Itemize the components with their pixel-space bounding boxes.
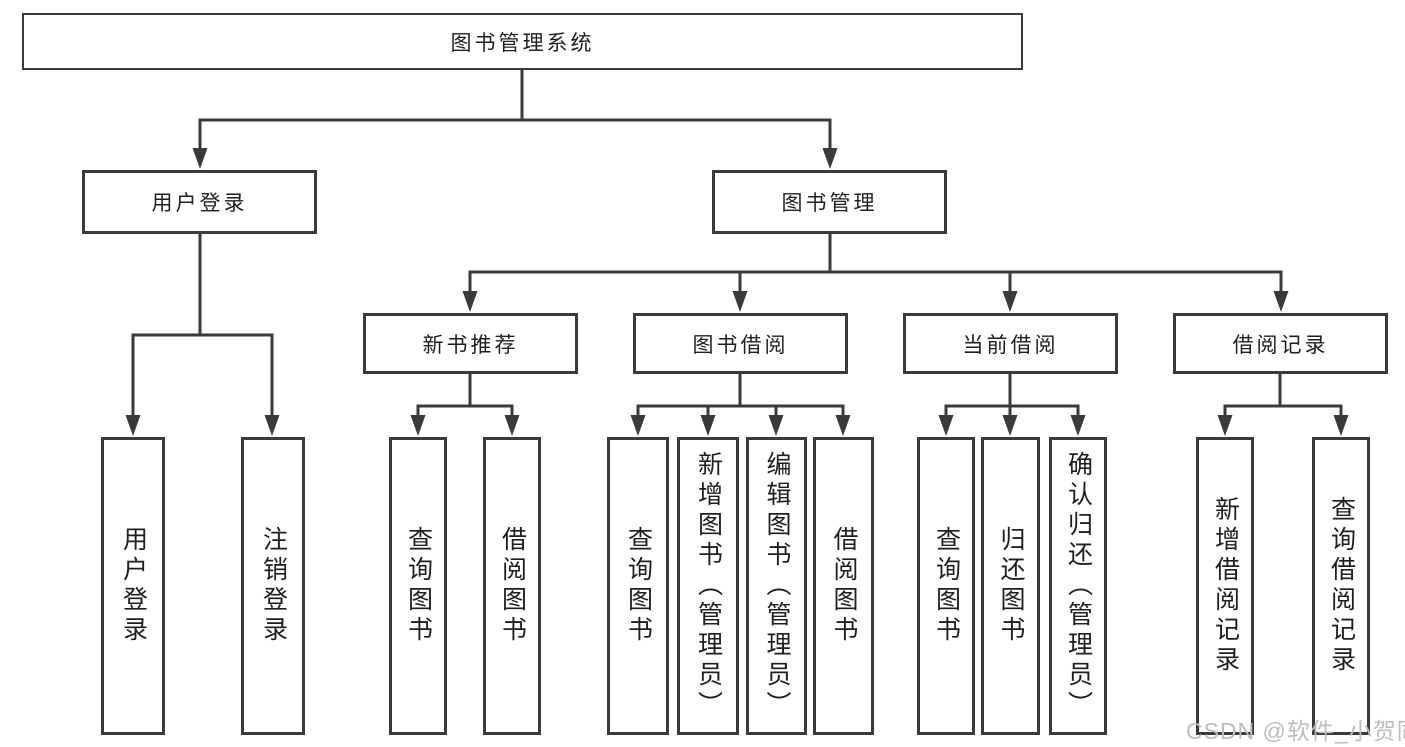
- leaf-user-login: 用户登录: [101, 437, 165, 735]
- leaf-add-borrow-record: 新增借阅记录: [1196, 437, 1254, 735]
- node-book-management: 图书管理: [712, 170, 947, 234]
- node-label: 图书借阅: [692, 333, 789, 357]
- leaf-label: 注销登录: [259, 526, 288, 646]
- leaf-label: 归还图书: [997, 526, 1025, 646]
- node-user-login: 用户登录: [82, 170, 317, 234]
- node-library-management-system: 图书管理系统: [22, 13, 1023, 70]
- leaf-label: 编辑图书（管理员）: [763, 451, 791, 721]
- leaf-label: 新增借阅记录: [1211, 496, 1240, 676]
- leaf-query-books: 查询图书: [607, 437, 669, 735]
- leaf-edit-book-admin: 编辑图书（管理员）: [746, 437, 807, 735]
- node-new-book-recommendation: 新书推荐: [363, 313, 578, 374]
- node-borrowing-records: 借阅记录: [1173, 313, 1388, 374]
- node-label: 新书推荐: [422, 333, 519, 357]
- leaf-label: 借阅图书: [498, 526, 527, 646]
- leaf-query-borrow-record: 查询借阅记录: [1312, 437, 1370, 735]
- leaf-add-book-admin: 新增图书（管理员）: [677, 437, 739, 735]
- leaf-confirm-return-admin: 确认归还（管理员）: [1049, 437, 1107, 735]
- node-current-borrowing: 当前借阅: [903, 313, 1118, 374]
- leaf-label: 查询图书: [624, 526, 653, 646]
- leaf-query-books: 查询图书: [389, 437, 447, 735]
- watermark: CSDN @软件_小贺同学: [1186, 718, 1405, 744]
- node-book-borrowing: 图书借阅: [633, 313, 848, 374]
- arrow-down-icons: [125, 148, 1349, 436]
- leaf-label: 新增图书（管理员）: [694, 451, 723, 721]
- leaf-label: 用户登录: [119, 526, 148, 646]
- connector-lines: [131, 69, 1343, 430]
- leaf-label: 查询图书: [932, 526, 961, 646]
- leaf-borrow-books: 借阅图书: [483, 437, 541, 735]
- node-label: 当前借阅: [962, 333, 1059, 357]
- leaf-label: 查询借阅记录: [1327, 496, 1356, 676]
- node-label: 借阅记录: [1232, 333, 1329, 357]
- leaf-logout: 注销登录: [241, 437, 305, 735]
- leaf-label: 确认归还（管理员）: [1064, 451, 1093, 721]
- leaf-label: 查询图书: [404, 526, 433, 646]
- leaf-return-books: 归还图书: [981, 437, 1040, 735]
- node-label: 用户登录: [151, 192, 248, 215]
- leaf-borrow-books: 借阅图书: [813, 437, 874, 735]
- leaf-query-books: 查询图书: [917, 437, 975, 735]
- node-label: 图书管理: [781, 192, 878, 215]
- node-label: 图书管理系统: [450, 31, 595, 55]
- leaf-label: 借阅图书: [830, 526, 858, 646]
